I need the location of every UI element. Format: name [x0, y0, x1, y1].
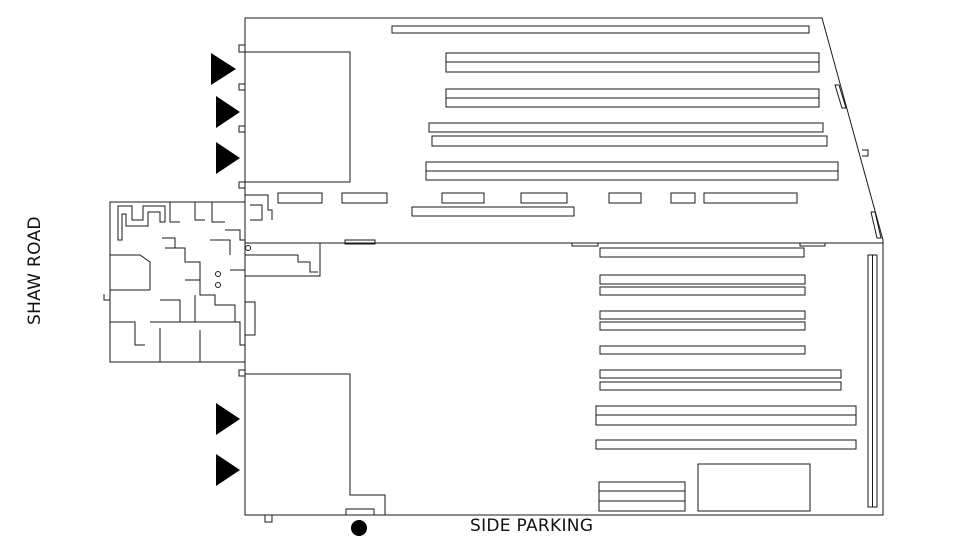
entry-arrow-icon [216, 454, 240, 486]
right-wall-details [834, 84, 882, 508]
office-wing [103, 194, 321, 363]
rack [441, 192, 485, 204]
rack [599, 369, 842, 379]
corridor-door [571, 242, 599, 247]
rack [599, 345, 806, 355]
storage-block [598, 481, 686, 512]
top-loading-room [245, 51, 351, 183]
parking-marker-icon [351, 520, 367, 536]
entry-arrow-icon [216, 403, 240, 435]
parking-label: SIDE PARKING [470, 516, 594, 536]
building-outline [244, 17, 884, 516]
small-racks [277, 192, 798, 217]
entry-arrow-icon [216, 142, 240, 174]
rack [670, 192, 696, 204]
dock-notches [238, 44, 273, 523]
rack [599, 310, 806, 320]
rack [599, 247, 805, 258]
storage-room [697, 463, 811, 512]
bottom-door [345, 508, 375, 516]
rack [608, 192, 642, 204]
rack [595, 439, 857, 450]
rack [599, 274, 806, 285]
upper-racks [391, 25, 839, 181]
rack [277, 192, 323, 204]
rack [431, 135, 828, 147]
entry-arrow-icon [216, 96, 240, 128]
road-label: SHAW ROAD [25, 216, 45, 325]
entry-arrows [211, 53, 240, 486]
rack [341, 192, 388, 204]
corridor-door [344, 239, 376, 245]
lower-racks [595, 247, 857, 512]
rack [520, 192, 568, 204]
rack [599, 381, 842, 391]
bottom-loading-room [245, 373, 386, 515]
rack [599, 321, 806, 331]
corridor-door [799, 242, 826, 247]
rack [391, 25, 810, 34]
rack [428, 122, 824, 133]
entry-arrow-icon [211, 53, 236, 85]
rack [599, 286, 806, 296]
rack [411, 206, 575, 217]
rack [703, 192, 798, 204]
office-outline [109, 201, 246, 363]
